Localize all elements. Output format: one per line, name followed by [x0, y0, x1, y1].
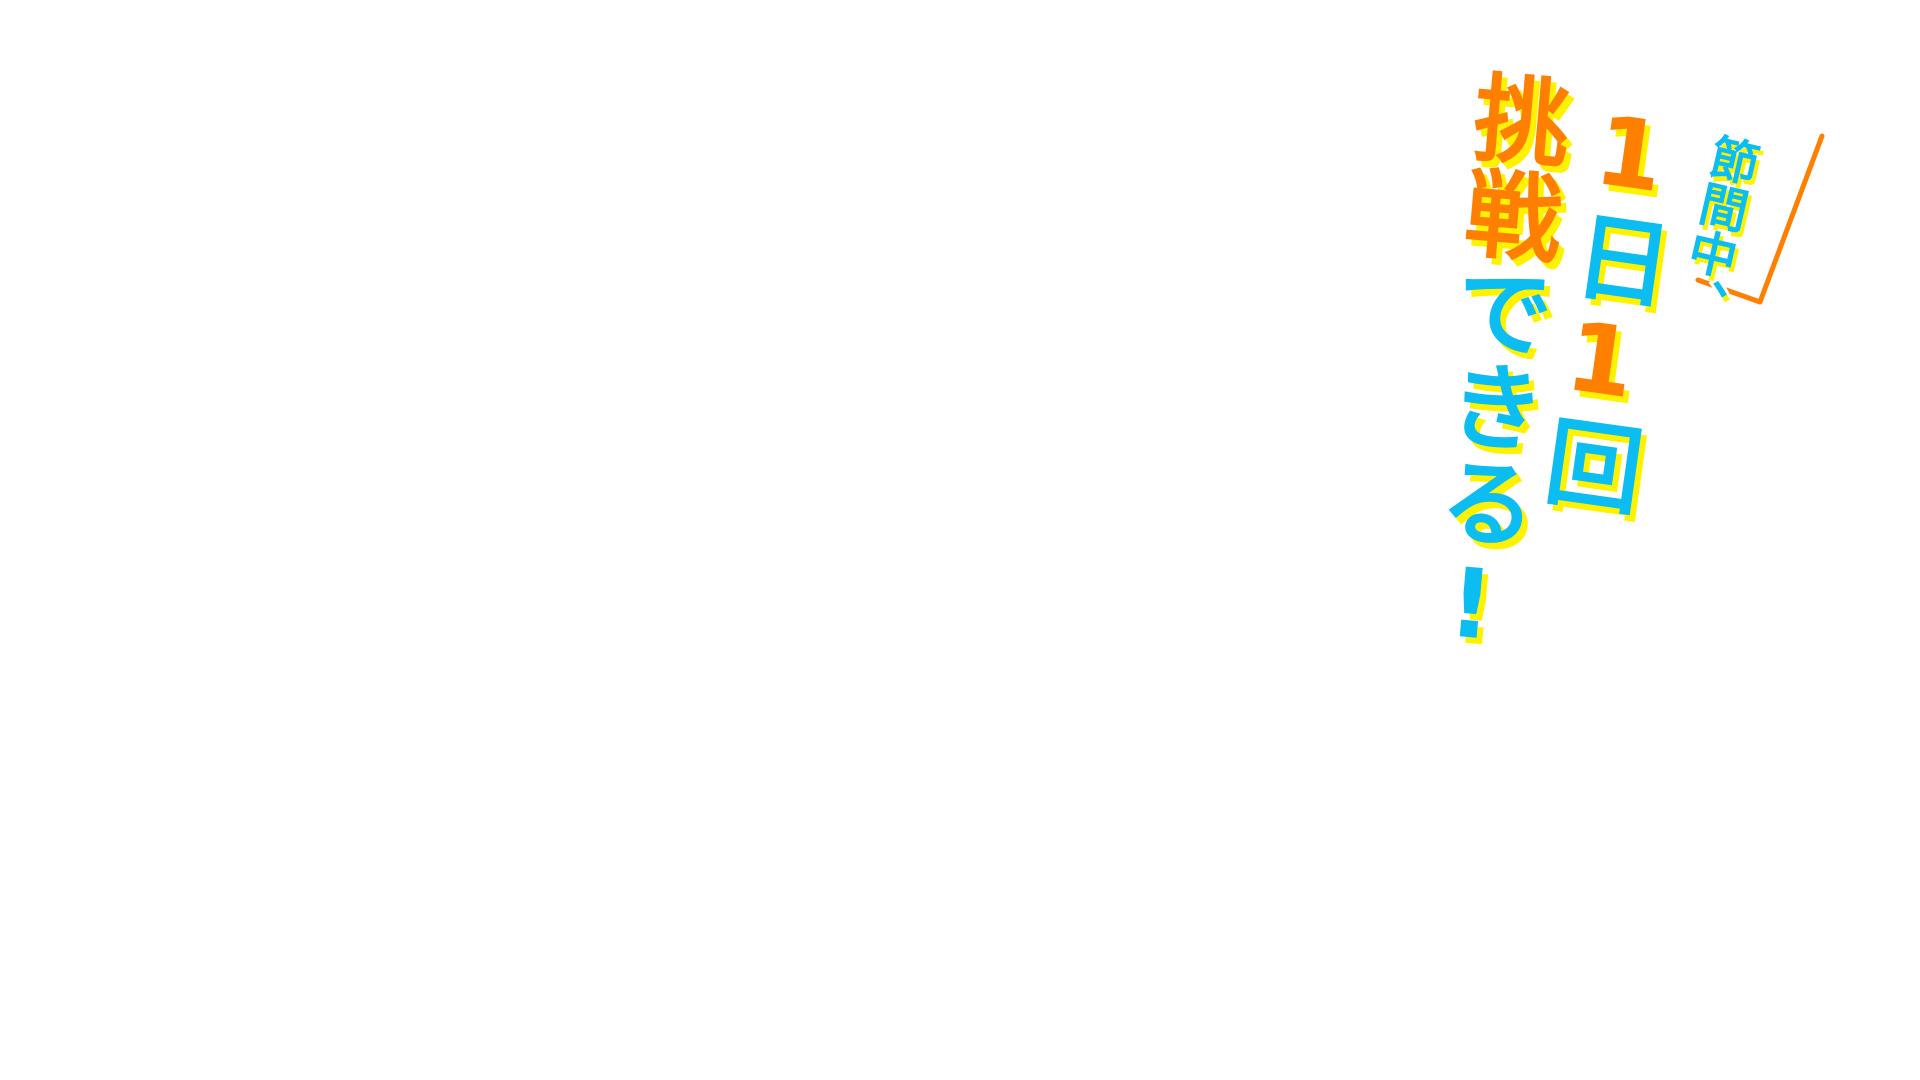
- challenge-word: 挑戦: [1442, 62, 1576, 269]
- bracket-line-color: [1695, 133, 1825, 305]
- count-number-2: 1: [1535, 294, 1667, 426]
- unit-day: 日: [1550, 199, 1680, 316]
- count-number-1: 1: [1563, 88, 1695, 220]
